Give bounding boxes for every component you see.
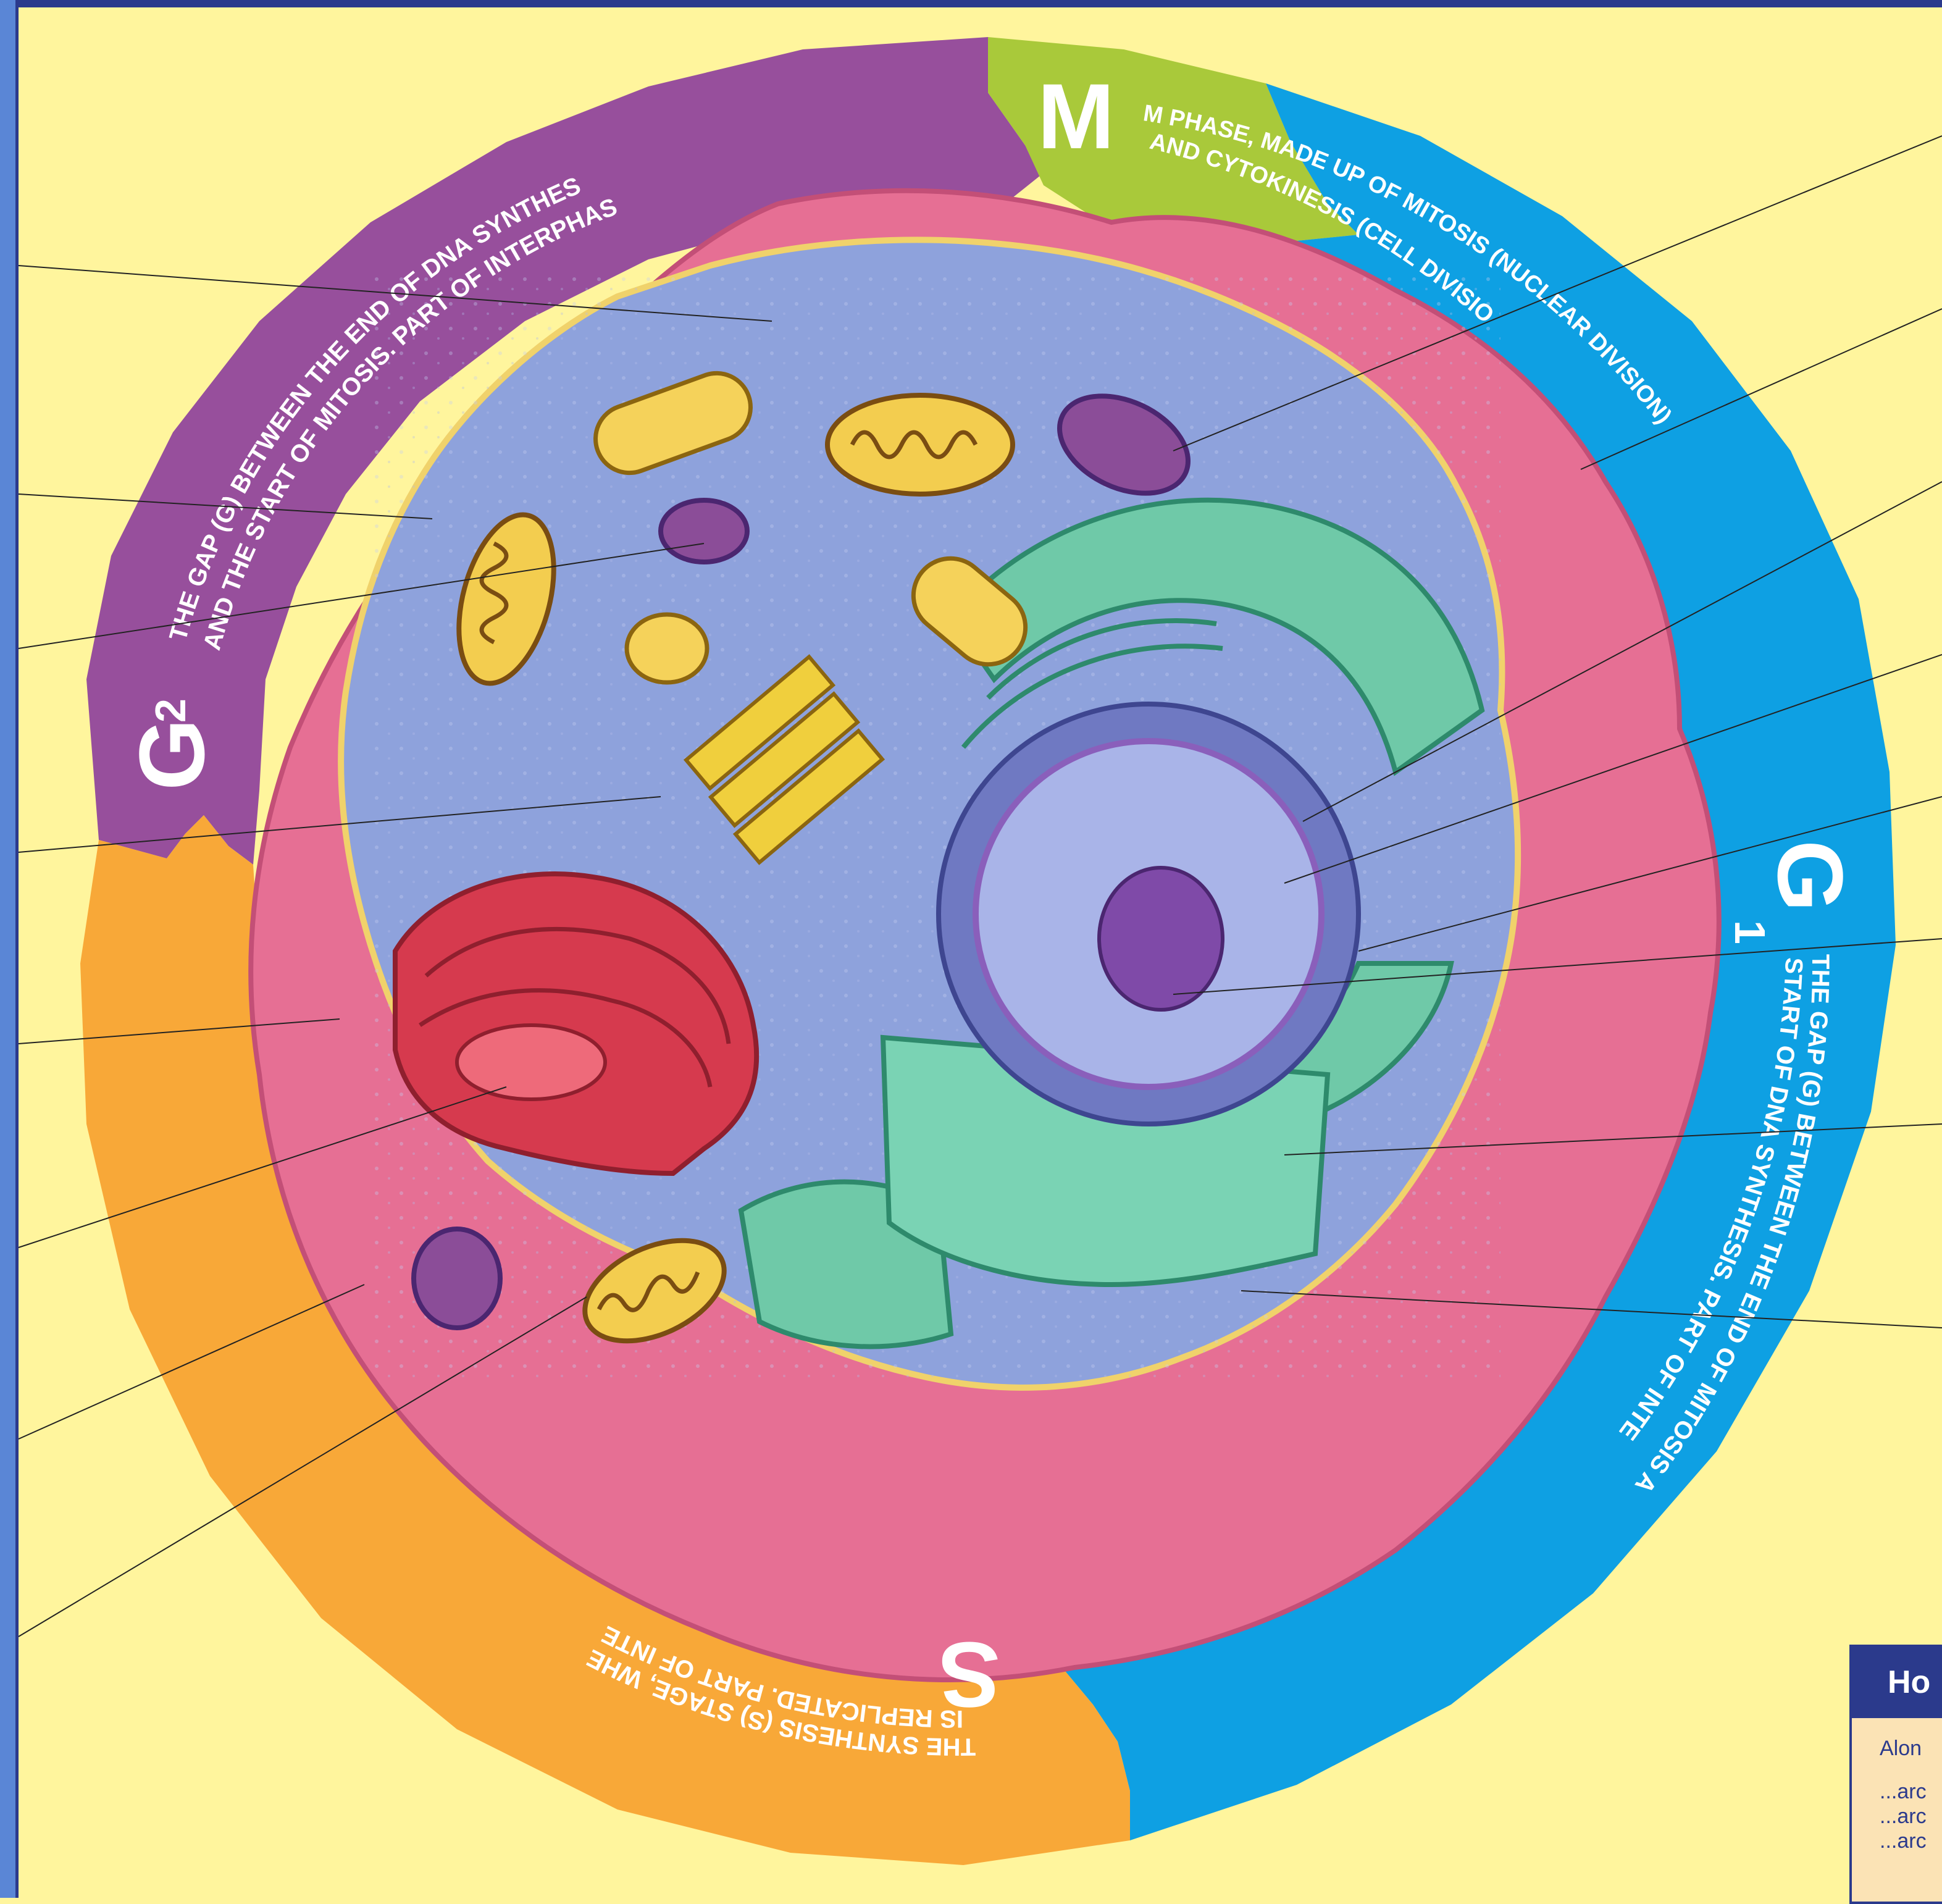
info-panel-line: ...arc (1880, 1805, 1927, 1829)
phase-g2-subscript: 2 (146, 698, 195, 723)
nucleolus (1099, 868, 1223, 1010)
nucleus (939, 704, 1358, 1124)
phase-g2-letter: G (120, 718, 224, 791)
phase-g1-letter: G (1759, 840, 1862, 912)
phase-m-letter: M (1037, 64, 1115, 168)
info-panel: Ho Alon ...arc ...arc ...arc (1849, 1645, 1942, 1904)
info-panel-line: ...arc (1880, 1780, 1927, 1804)
info-panel-line: Alon (1880, 1737, 1922, 1761)
info-panel-line: ...arc (1880, 1829, 1927, 1853)
phase-g1-subscript: 1 (1726, 920, 1774, 944)
info-panel-title: Ho (1852, 1647, 1942, 1718)
